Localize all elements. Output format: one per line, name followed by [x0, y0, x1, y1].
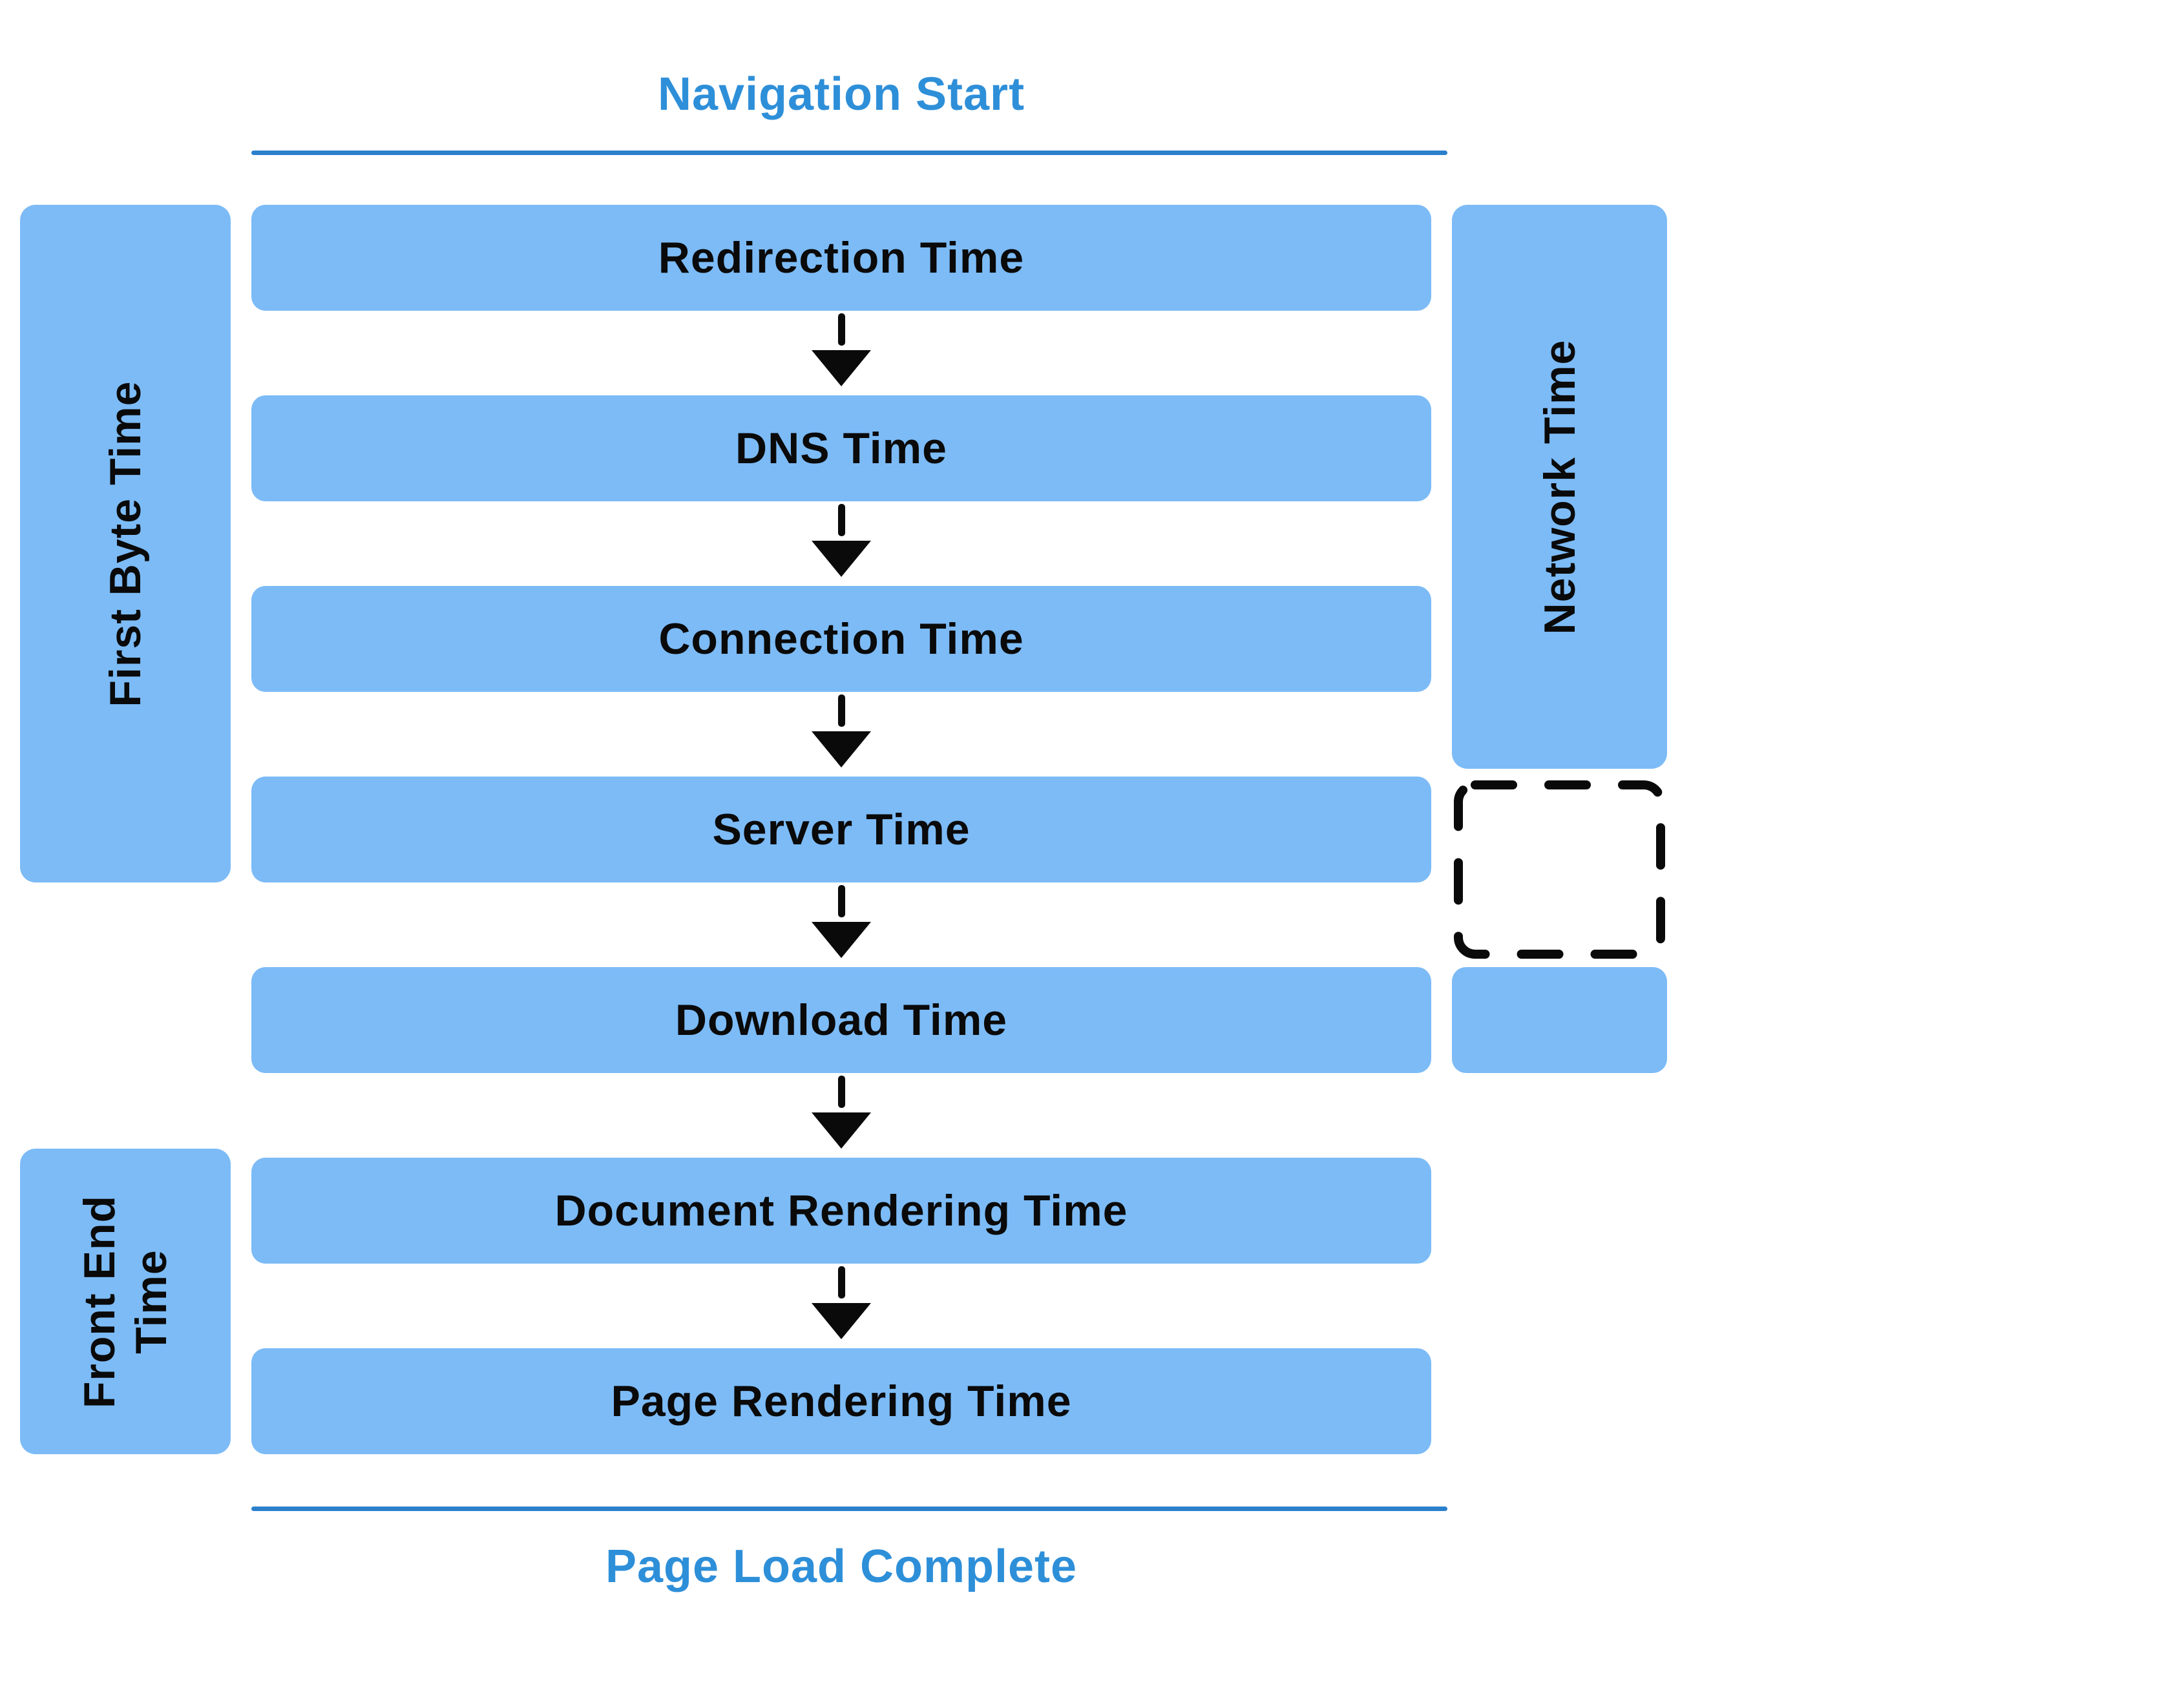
page-load-complete-line [251, 1507, 1447, 1511]
arrow-stem [837, 694, 845, 727]
arrow-head [812, 922, 871, 958]
download-time-network-box [1452, 967, 1667, 1073]
arrow-stem [837, 885, 845, 917]
dashed-rect-icon [1454, 780, 1665, 959]
arrow-head [812, 1303, 871, 1339]
step-download-time: Download Time [251, 967, 1431, 1073]
arrow-stem [837, 1076, 845, 1108]
arrow-head [812, 1112, 871, 1149]
step-redirection-time: Redirection Time [251, 205, 1431, 311]
arrow-head [812, 350, 871, 386]
first-byte-time-group-box: First Byte Time [20, 205, 231, 882]
down-arrow-icon [812, 694, 871, 767]
navigation-start-line [251, 151, 1447, 155]
network-time-group-box: Network Time [1452, 205, 1667, 769]
arrow-head [812, 731, 871, 767]
down-arrow-icon [812, 504, 871, 577]
network-time-label: Network Time [1535, 339, 1584, 634]
arrow-stem [837, 1266, 845, 1299]
arrow-stem [837, 313, 845, 346]
down-arrow-icon [812, 313, 871, 386]
page-load-complete-label: Page Load Complete [605, 1541, 1078, 1592]
step-connection-time: Connection Time [251, 586, 1431, 692]
step-dns-time: DNS Time [251, 395, 1431, 501]
down-arrow-icon [812, 1076, 871, 1149]
step-server-time: Server Time [251, 777, 1431, 882]
down-arrow-icon [812, 885, 871, 958]
step-document-rendering-time: Document Rendering Time [251, 1158, 1431, 1264]
server-time-dashed-box [1452, 778, 1667, 961]
step-page-rendering-time: Page Rendering Time [251, 1348, 1431, 1454]
first-byte-time-label: First Byte Time [100, 380, 150, 707]
arrow-head [812, 541, 871, 577]
navigation-start-label: Navigation Start [657, 68, 1025, 120]
down-arrow-icon [812, 1266, 871, 1339]
arrow-stem [837, 504, 845, 536]
